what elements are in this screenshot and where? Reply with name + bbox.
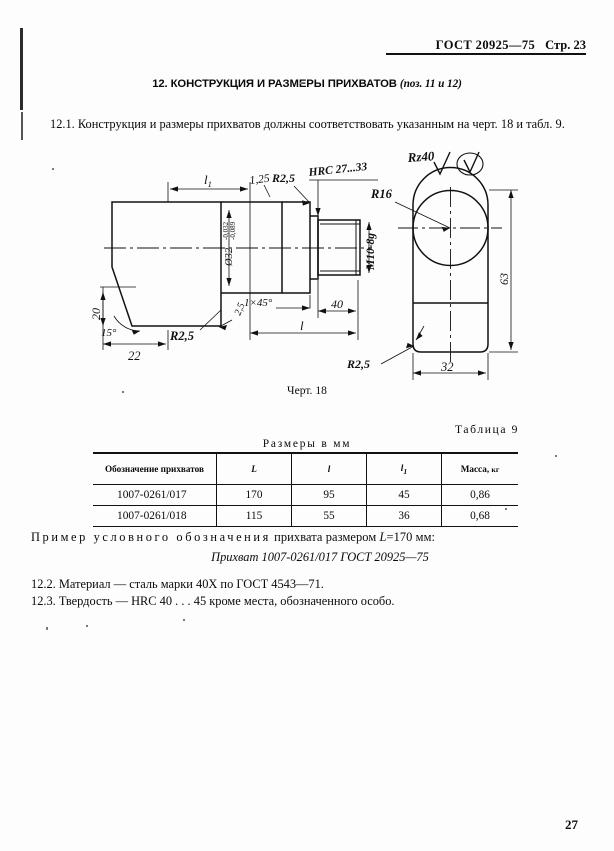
cell-L: 170 bbox=[216, 484, 292, 506]
example-designation-value: Прихват 1007-0261/017 ГОСТ 20925—75 bbox=[211, 550, 429, 564]
table-header-L: L bbox=[216, 452, 292, 485]
figure-label-63: 63 bbox=[497, 273, 511, 285]
cell-L: 115 bbox=[216, 505, 292, 527]
scan-binding-edge-lower bbox=[21, 112, 23, 140]
figure-label-chamfer: 1×45° bbox=[244, 297, 273, 309]
scan-speck bbox=[300, 82, 302, 84]
figure-label-15deg: 15° bbox=[101, 327, 117, 339]
header-rule bbox=[386, 53, 586, 55]
scan-speck bbox=[86, 625, 88, 627]
svg-text:-0,032: -0,032 bbox=[222, 221, 230, 240]
figure-label-thread: M10-8g bbox=[365, 233, 377, 271]
svg-text:Ø32: Ø32 bbox=[224, 247, 235, 267]
technical-drawing-figure-18: Rz40 l1 1,25 R2,5 HRC 27...33 Ø32 -0,0 bbox=[0, 140, 614, 410]
scan-speck bbox=[555, 455, 557, 457]
table-header-row: Обозначение прихватов L l l1 Масса, кг bbox=[93, 452, 518, 485]
table-row: 1007-0261/018 115 55 36 0,68 bbox=[93, 505, 518, 527]
figure-label-roughness-125: 1,25 bbox=[249, 173, 271, 187]
cell-designation: 1007-0261/017 bbox=[93, 484, 217, 506]
example-dim-symbol: L bbox=[379, 530, 387, 544]
scan-speck bbox=[505, 508, 507, 510]
cell-mass: 0,68 bbox=[441, 505, 518, 527]
cell-l: 55 bbox=[291, 505, 367, 527]
section-heading-positions: (поз. 11 и 12) bbox=[399, 78, 462, 90]
figure-label-r25-mid: R2,5 bbox=[169, 329, 194, 343]
scan-binding-edge bbox=[20, 28, 23, 110]
header-page-label: Стр. 23 bbox=[545, 38, 586, 52]
figure-label-l: l bbox=[300, 318, 304, 333]
table-header-l: l bbox=[291, 452, 367, 485]
scan-speck bbox=[183, 619, 185, 621]
example-designation-lead: Пример условного обозначения прихвата ра… bbox=[31, 530, 435, 545]
example-dim-value: =170 мм: bbox=[386, 530, 436, 544]
dimensions-table: Обозначение прихватов L l l1 Масса, кг 1… bbox=[93, 452, 518, 527]
table-header-designation: Обозначение прихватов bbox=[93, 452, 217, 485]
figure-label-rz40: Rz40 bbox=[406, 148, 435, 165]
paragraph-12-1: 12.1. Конструкция и размеры прихватов до… bbox=[28, 116, 590, 134]
figure-label-20: 20 bbox=[89, 308, 103, 320]
example-lead-spaced: Пример условного обозначения bbox=[31, 530, 271, 544]
table-number-label: Таблица 9 bbox=[455, 423, 519, 436]
scan-speck bbox=[122, 391, 124, 393]
cell-l1: 45 bbox=[366, 484, 442, 506]
figure-caption: Черт. 18 bbox=[287, 384, 327, 397]
section-heading: 12. КОНСТРУКЦИЯ И РАЗМЕРЫ ПРИХВАТОВ (поз… bbox=[0, 78, 614, 90]
table-row: 1007-0261/017 170 95 45 0,86 bbox=[93, 484, 518, 506]
table-header-mass: Масса, кг bbox=[441, 452, 518, 485]
section-heading-main: 12. КОНСТРУКЦИЯ И РАЗМЕРЫ ПРИХВАТОВ bbox=[152, 78, 397, 90]
figure-label-40: 40 bbox=[331, 297, 343, 311]
figure-label-32: 32 bbox=[440, 360, 454, 374]
clause-12-2: 12.2. Материал — сталь марки 40Х по ГОСТ… bbox=[31, 577, 324, 591]
clause-12-3: 12.3. Твердость — HRC 40 . . . 45 кроме … bbox=[31, 594, 395, 608]
figure-label-22: 22 bbox=[128, 349, 141, 363]
figure-label-r25-right: R2,5 bbox=[346, 357, 370, 371]
table-header-mass-text: Масса, bbox=[460, 463, 490, 474]
paragraph-12-1-text: 12.1. Конструкция и размеры прихватов до… bbox=[50, 117, 565, 131]
figure-label-25-small: 2,5 bbox=[233, 301, 248, 317]
cell-designation: 1007-0261/018 bbox=[93, 505, 217, 527]
figure-label-l1: l1 bbox=[204, 172, 212, 189]
cell-l: 95 bbox=[291, 484, 367, 506]
figure-label-hrc: HRC 27...33 bbox=[307, 161, 368, 179]
figure-label-diameter: Ø32 -0,032 -0,089 bbox=[222, 221, 237, 267]
figure-label-r25-top: R2,5 bbox=[271, 171, 295, 185]
cell-l1: 36 bbox=[366, 505, 442, 527]
cell-mass: 0,86 bbox=[441, 484, 518, 506]
scan-speck bbox=[52, 168, 54, 170]
scan-speck bbox=[46, 627, 48, 630]
example-lead-rest: прихвата размером bbox=[270, 530, 380, 544]
gost-standard-id: ГОСТ 20925—75 bbox=[435, 38, 536, 52]
table-units-label: Размеры в мм bbox=[262, 438, 352, 450]
figure-label-r16: R16 bbox=[370, 187, 393, 201]
table-header-mass-unit: кг bbox=[491, 464, 500, 474]
document-header: ГОСТ 20925—75 Стр. 23 bbox=[436, 36, 586, 54]
footer-page-number: 27 bbox=[565, 817, 578, 832]
table-header-l1: l1 bbox=[366, 452, 442, 485]
svg-text:-0,089: -0,089 bbox=[229, 221, 237, 240]
